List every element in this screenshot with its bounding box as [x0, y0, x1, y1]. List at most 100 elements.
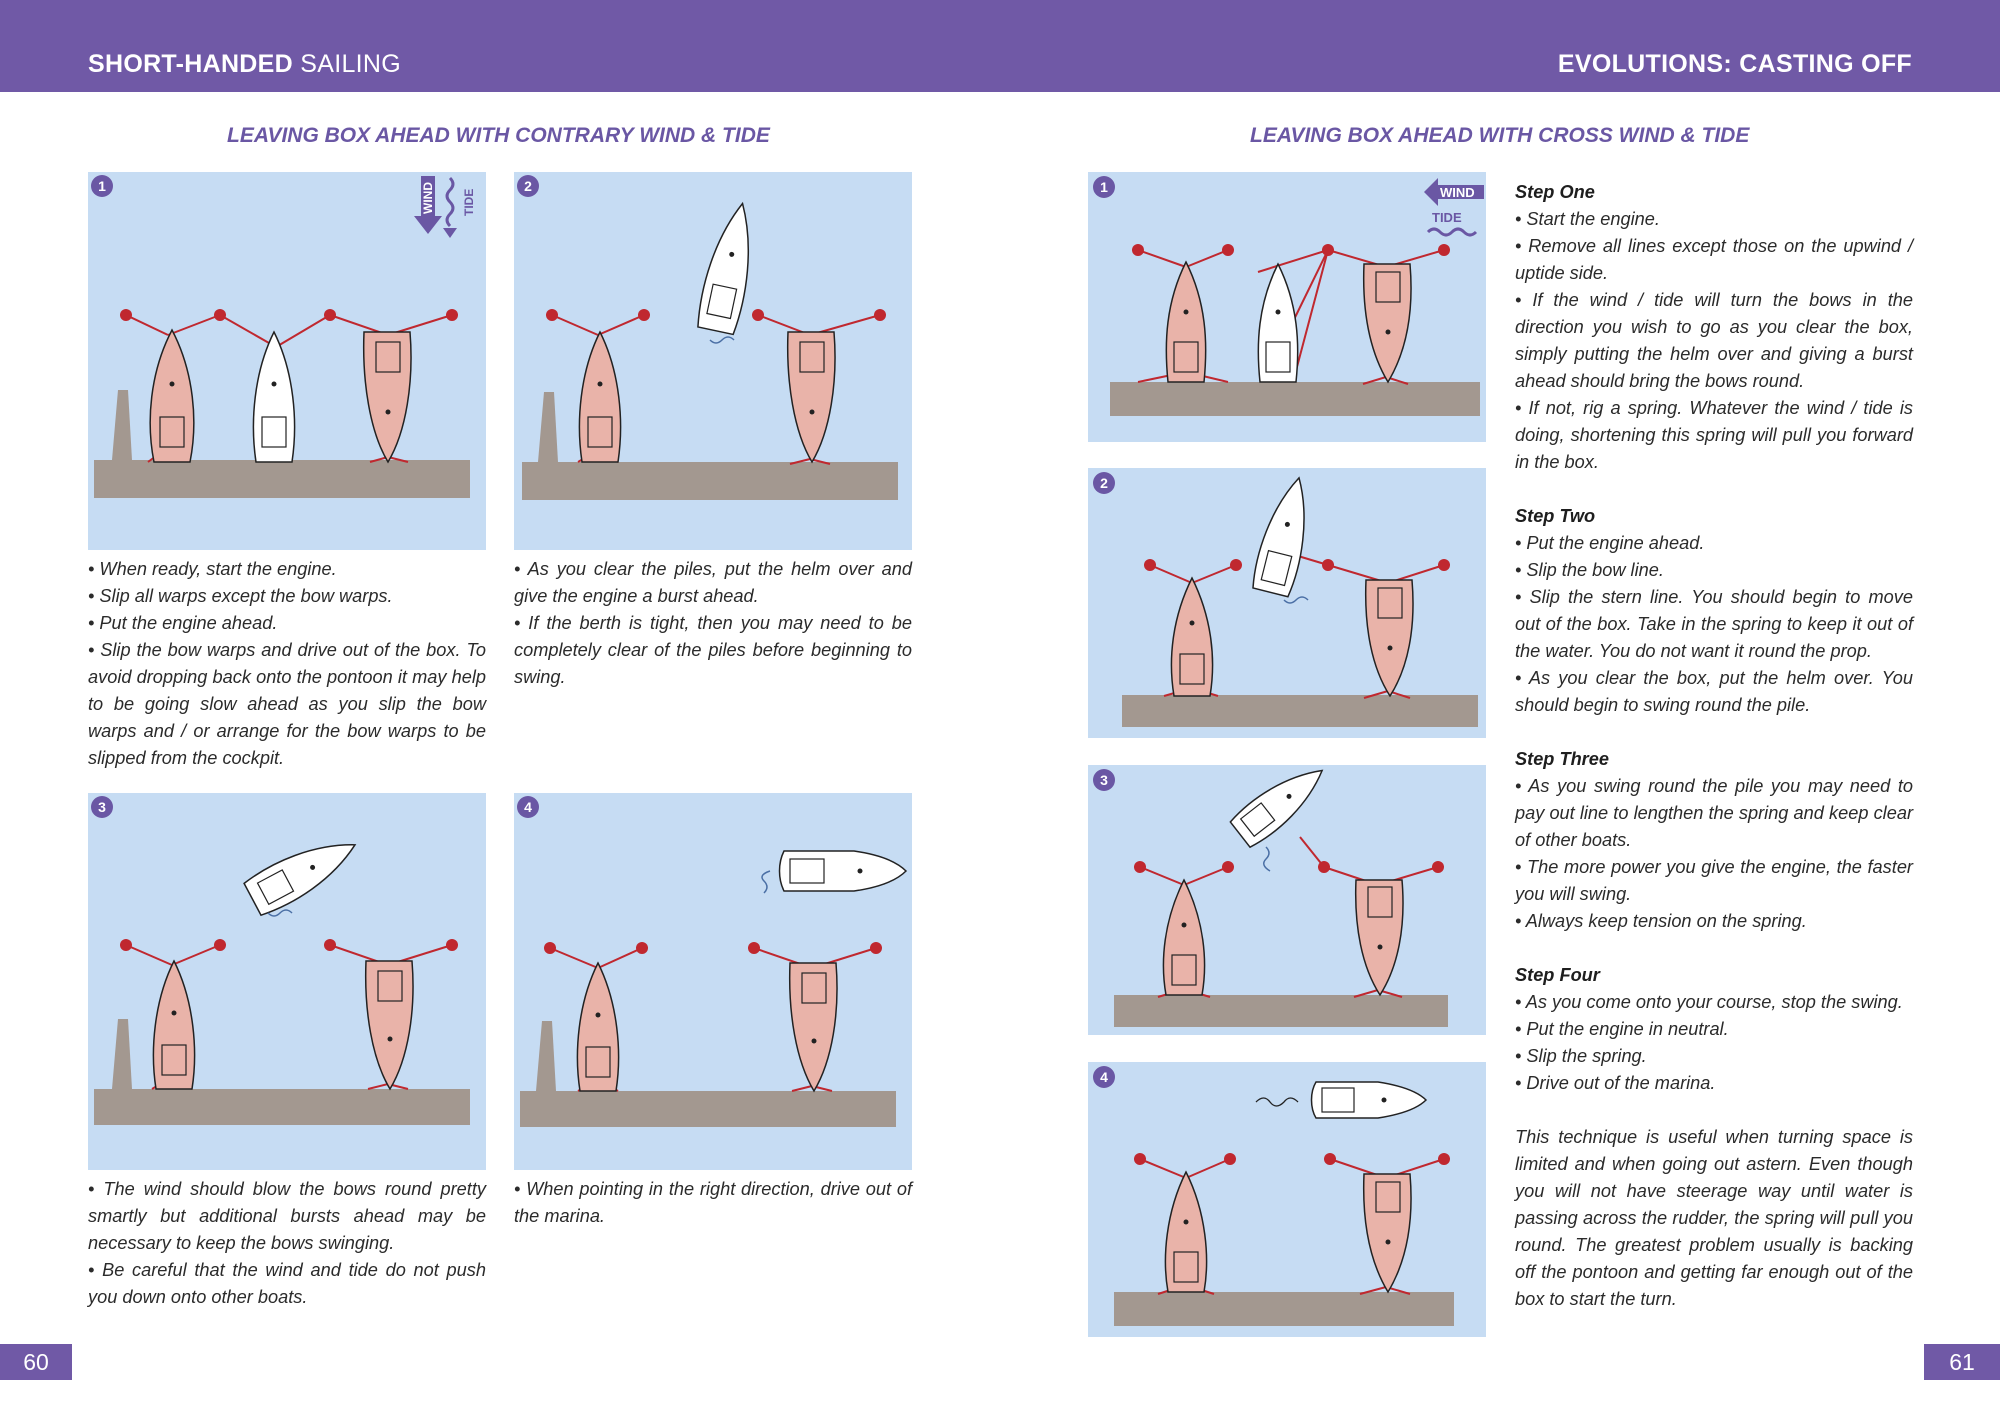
book-title: SHORT-HANDED SAILING	[88, 50, 401, 79]
caption-4-line: • When pointing in the right direction, …	[514, 1179, 912, 1226]
step-number: 4	[1100, 1069, 1108, 1085]
right-diagram-4: 4	[1088, 1062, 1486, 1337]
piles	[1132, 244, 1450, 256]
caption-1-line: • Put the engine ahead.	[88, 613, 278, 633]
boat-white-leaving	[778, 850, 908, 892]
prop-wash	[1283, 596, 1309, 604]
step-number-badge	[91, 796, 113, 818]
step-two-bullet: • Slip the stern line. You should begin …	[1515, 587, 1913, 661]
pontoon	[1122, 695, 1478, 727]
pile-post	[538, 392, 558, 462]
wake-line	[1255, 1097, 1299, 1107]
caption-1-line: • Slip the bow warps and drive out of th…	[88, 640, 486, 768]
prop-wash	[761, 870, 771, 894]
step-number: 2	[1100, 475, 1108, 491]
header-bar	[0, 0, 2000, 92]
boat-pink-2	[788, 962, 838, 1093]
step-number-badge	[517, 175, 539, 197]
right-page-number: 61	[1924, 1344, 2000, 1380]
caption-2-line: • As you clear the piles, put the helm o…	[514, 559, 912, 606]
caption-2-line: • If the berth is tight, then you may ne…	[514, 613, 912, 687]
step-number-badge	[517, 796, 539, 818]
caption-1-line: • When ready, start the engine.	[88, 559, 337, 579]
step-number-badge	[1093, 472, 1115, 494]
right-diagram-1: 1 WIND TIDE	[1088, 172, 1486, 442]
right-diagram-2-svg: 2	[1093, 472, 1478, 727]
right-diagram-4-svg: 4	[1093, 1066, 1454, 1326]
step-two-heading: Step Two	[1515, 506, 1596, 526]
left-diagram-2: 2	[514, 172, 912, 550]
piles	[1134, 861, 1444, 873]
caption-3-line: • Be careful that the wind and tide do n…	[88, 1260, 486, 1307]
step-one-heading: Step One	[1515, 182, 1595, 202]
boat-white-leaving	[1310, 1081, 1428, 1119]
pile-post	[112, 1019, 132, 1089]
boat-pink-1	[152, 959, 196, 1090]
boat-pink-2	[364, 960, 414, 1091]
boat-pink-1	[149, 328, 195, 463]
step-number-badge	[1093, 1066, 1115, 1088]
boat-pink-2	[1362, 263, 1412, 384]
pontoon	[94, 460, 470, 498]
boat-white	[252, 330, 296, 463]
prop-wash	[267, 909, 293, 917]
step-number-badge	[1093, 769, 1115, 791]
spacer	[1515, 1097, 1913, 1124]
boat-white-departing	[697, 201, 750, 336]
prop-wash	[709, 336, 735, 344]
piles	[120, 309, 458, 321]
prop-wash	[1263, 846, 1271, 872]
boat-pink-1	[578, 330, 622, 463]
closing-paragraph: This technique is useful when turning sp…	[1515, 1127, 1913, 1309]
step-two-bullet: • Put the engine ahead.	[1515, 533, 1705, 553]
left-diagram-3-svg: 3	[91, 796, 470, 1125]
right-diagram-1-svg: 1 WIND TIDE	[1093, 176, 1484, 416]
right-section-title: LEAVING BOX AHEAD WITH CROSS WIND & TIDE	[1250, 124, 1750, 147]
book-title-bold: SHORT-HANDED	[88, 50, 293, 78]
step-four-bullet: • As you come onto your course, stop the…	[1515, 992, 1903, 1012]
wind-tide-indicator: WIND TIDE	[1424, 178, 1484, 237]
caption-3: • The wind should blow the bows round pr…	[88, 1176, 486, 1311]
piles	[1144, 559, 1450, 571]
book-title-light: SAILING	[293, 50, 401, 78]
caption-2: • As you clear the piles, put the helm o…	[514, 556, 912, 691]
boat-pink-1	[1164, 1170, 1208, 1293]
pontoon	[1110, 382, 1480, 416]
boat-white	[1257, 262, 1299, 383]
step-three-bullet: • The more power you give the engine, th…	[1515, 857, 1913, 904]
boat-pink-2	[362, 331, 412, 464]
piles	[546, 309, 886, 321]
left-diagram-4-svg: 4	[517, 796, 908, 1127]
boat-pink-1	[1170, 576, 1214, 697]
right-step-text: Step One • Start the engine. • Remove al…	[1515, 179, 1913, 1313]
step-number-badge	[91, 175, 113, 197]
pontoon	[1114, 1292, 1454, 1326]
step-four-bullet: • Drive out of the marina.	[1515, 1073, 1716, 1093]
caption-1-line: • Slip all warps except the bow warps.	[88, 586, 393, 606]
wind-label: WIND	[1440, 185, 1475, 200]
step-two-bullet: • Slip the bow line.	[1515, 560, 1664, 580]
boat-pink-2	[1364, 579, 1414, 698]
piles	[544, 942, 882, 954]
step-four-bullet: • Put the engine in neutral.	[1515, 1019, 1729, 1039]
caption-3-line: • The wind should blow the bows round pr…	[88, 1179, 486, 1253]
pontoon	[94, 1089, 470, 1125]
piles	[120, 939, 458, 951]
step-one-bullet: • Remove all lines except those on the u…	[1515, 236, 1913, 283]
step-number: 2	[524, 178, 532, 194]
step-four-bullet: • Slip the spring.	[1515, 1046, 1647, 1066]
caption-1: • When ready, start the engine. • Slip a…	[88, 556, 486, 772]
pontoon	[520, 1091, 896, 1127]
right-diagram-2: 2	[1088, 468, 1486, 738]
left-diagram-1: 1 WIND TIDE	[88, 172, 486, 550]
left-page-number: 60	[0, 1344, 72, 1380]
boat-pink-1	[1162, 878, 1206, 996]
step-one-bullet: • If the wind / tide will turn the bows …	[1515, 290, 1913, 391]
boat-pink-2	[1362, 1173, 1412, 1294]
boat-white-turning	[243, 844, 357, 917]
boat-pink-1	[1165, 260, 1207, 383]
left-section-title: LEAVING BOX AHEAD WITH CONTRARY WIND & T…	[227, 124, 770, 147]
wind-tide-indicator: WIND TIDE	[414, 176, 476, 238]
boat-white-turning	[1229, 769, 1324, 849]
caption-4: • When pointing in the right direction, …	[514, 1176, 912, 1230]
